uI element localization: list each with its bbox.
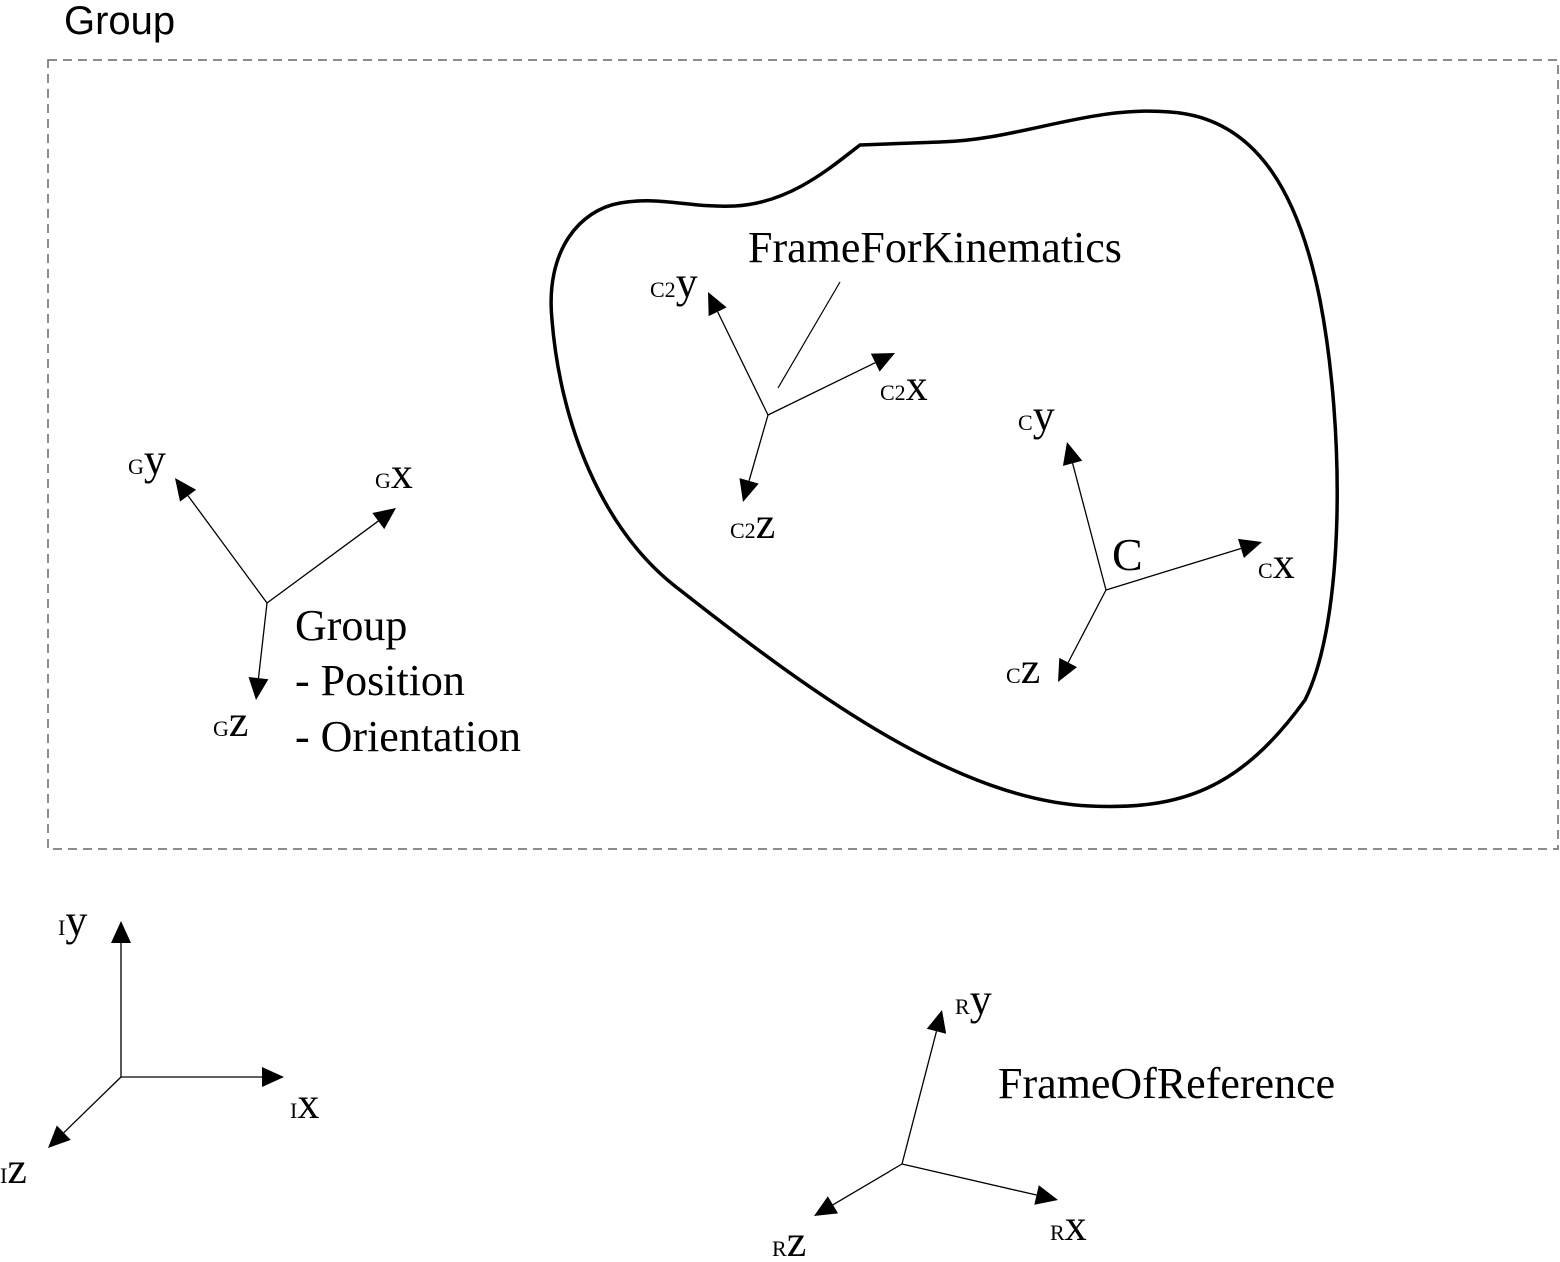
- frame-of-reference-label: FrameOfReference: [998, 1059, 1335, 1108]
- group-info-line-3: - Orientation: [295, 712, 521, 761]
- axis-label-inertial-x: Ix: [290, 1079, 319, 1128]
- axis-label-reference-z: Rz: [772, 1217, 806, 1262]
- axis-reference-z-line: [832, 1163, 903, 1206]
- group-info-line-2: - Position: [295, 656, 465, 705]
- axis-c2-x-arrowhead: [870, 353, 895, 372]
- axis-c-z-arrowhead: [1058, 657, 1078, 682]
- axis-reference-x-arrowhead: [1034, 1185, 1058, 1205]
- axis-c-y-arrowhead: [1062, 442, 1083, 466]
- axis-inertial-z-arrowhead: [48, 1125, 71, 1148]
- axis-inertial-y-arrowhead: [111, 921, 131, 943]
- axis-c2-z-line: [748, 414, 769, 482]
- frame-for-kinematics-label: FrameForKinematics: [748, 223, 1122, 272]
- axis-c-x-line: [1105, 547, 1242, 591]
- axis-reference-x-line: [901, 1163, 1037, 1196]
- axis-label-c-x: Cx: [1258, 539, 1295, 588]
- axis-group-y-line: [187, 495, 268, 604]
- axes-layer: [48, 292, 1262, 1216]
- axis-c2-y-arrowhead: [708, 292, 727, 317]
- axis-label-c2-z: C2z: [730, 499, 775, 548]
- axis-label-reference-y: Ry: [955, 975, 992, 1024]
- group-info-line-1: Group: [295, 601, 407, 650]
- axis-c-x-arrowhead: [1238, 538, 1262, 559]
- axis-group-x-line: [266, 520, 379, 604]
- axis-label-group-y: Gy: [128, 435, 166, 484]
- axis-label-inertial-z: Iz: [0, 1144, 27, 1193]
- axis-c-y-line: [1071, 463, 1107, 591]
- axis-group-x-arrowhead: [372, 508, 396, 530]
- frame-for-kinematics-leader: [777, 281, 841, 389]
- axis-label-group-z: Gz: [213, 697, 248, 746]
- axis-label-reference-x: Rx: [1050, 1201, 1087, 1250]
- center-of-mass-label: C: [1112, 529, 1143, 580]
- axis-c2-y-line: [717, 311, 769, 416]
- axis-group-z-line: [257, 602, 268, 679]
- axis-inertial-x-arrowhead: [262, 1067, 284, 1087]
- axis-label-inertial-y: Iy: [58, 896, 87, 945]
- axis-label-c2-y: C2y: [650, 258, 698, 307]
- axis-c-z-line: [1067, 589, 1107, 663]
- group-box-title: Group: [64, 0, 175, 43]
- axis-c2-z-arrowhead: [739, 478, 759, 502]
- axis-c2-x-line: [767, 362, 876, 416]
- axis-label-c-z: Cz: [1006, 644, 1040, 693]
- group-boundary: [47, 59, 1559, 850]
- axis-label-c2-x: C2x: [880, 361, 928, 410]
- axis-reference-y-arrowhead: [926, 1010, 947, 1034]
- axis-label-group-x: Gx: [375, 449, 413, 498]
- axis-reference-y-line: [901, 1031, 938, 1165]
- axis-group-y-arrowhead: [175, 478, 197, 502]
- rigid-body-outline: [549, 109, 1339, 809]
- axis-label-c-y: Cy: [1018, 391, 1055, 440]
- axis-group-z-arrowhead: [248, 677, 269, 700]
- axis-reference-z-arrowhead: [814, 1196, 839, 1216]
- axis-inertial-z-line: [63, 1076, 122, 1134]
